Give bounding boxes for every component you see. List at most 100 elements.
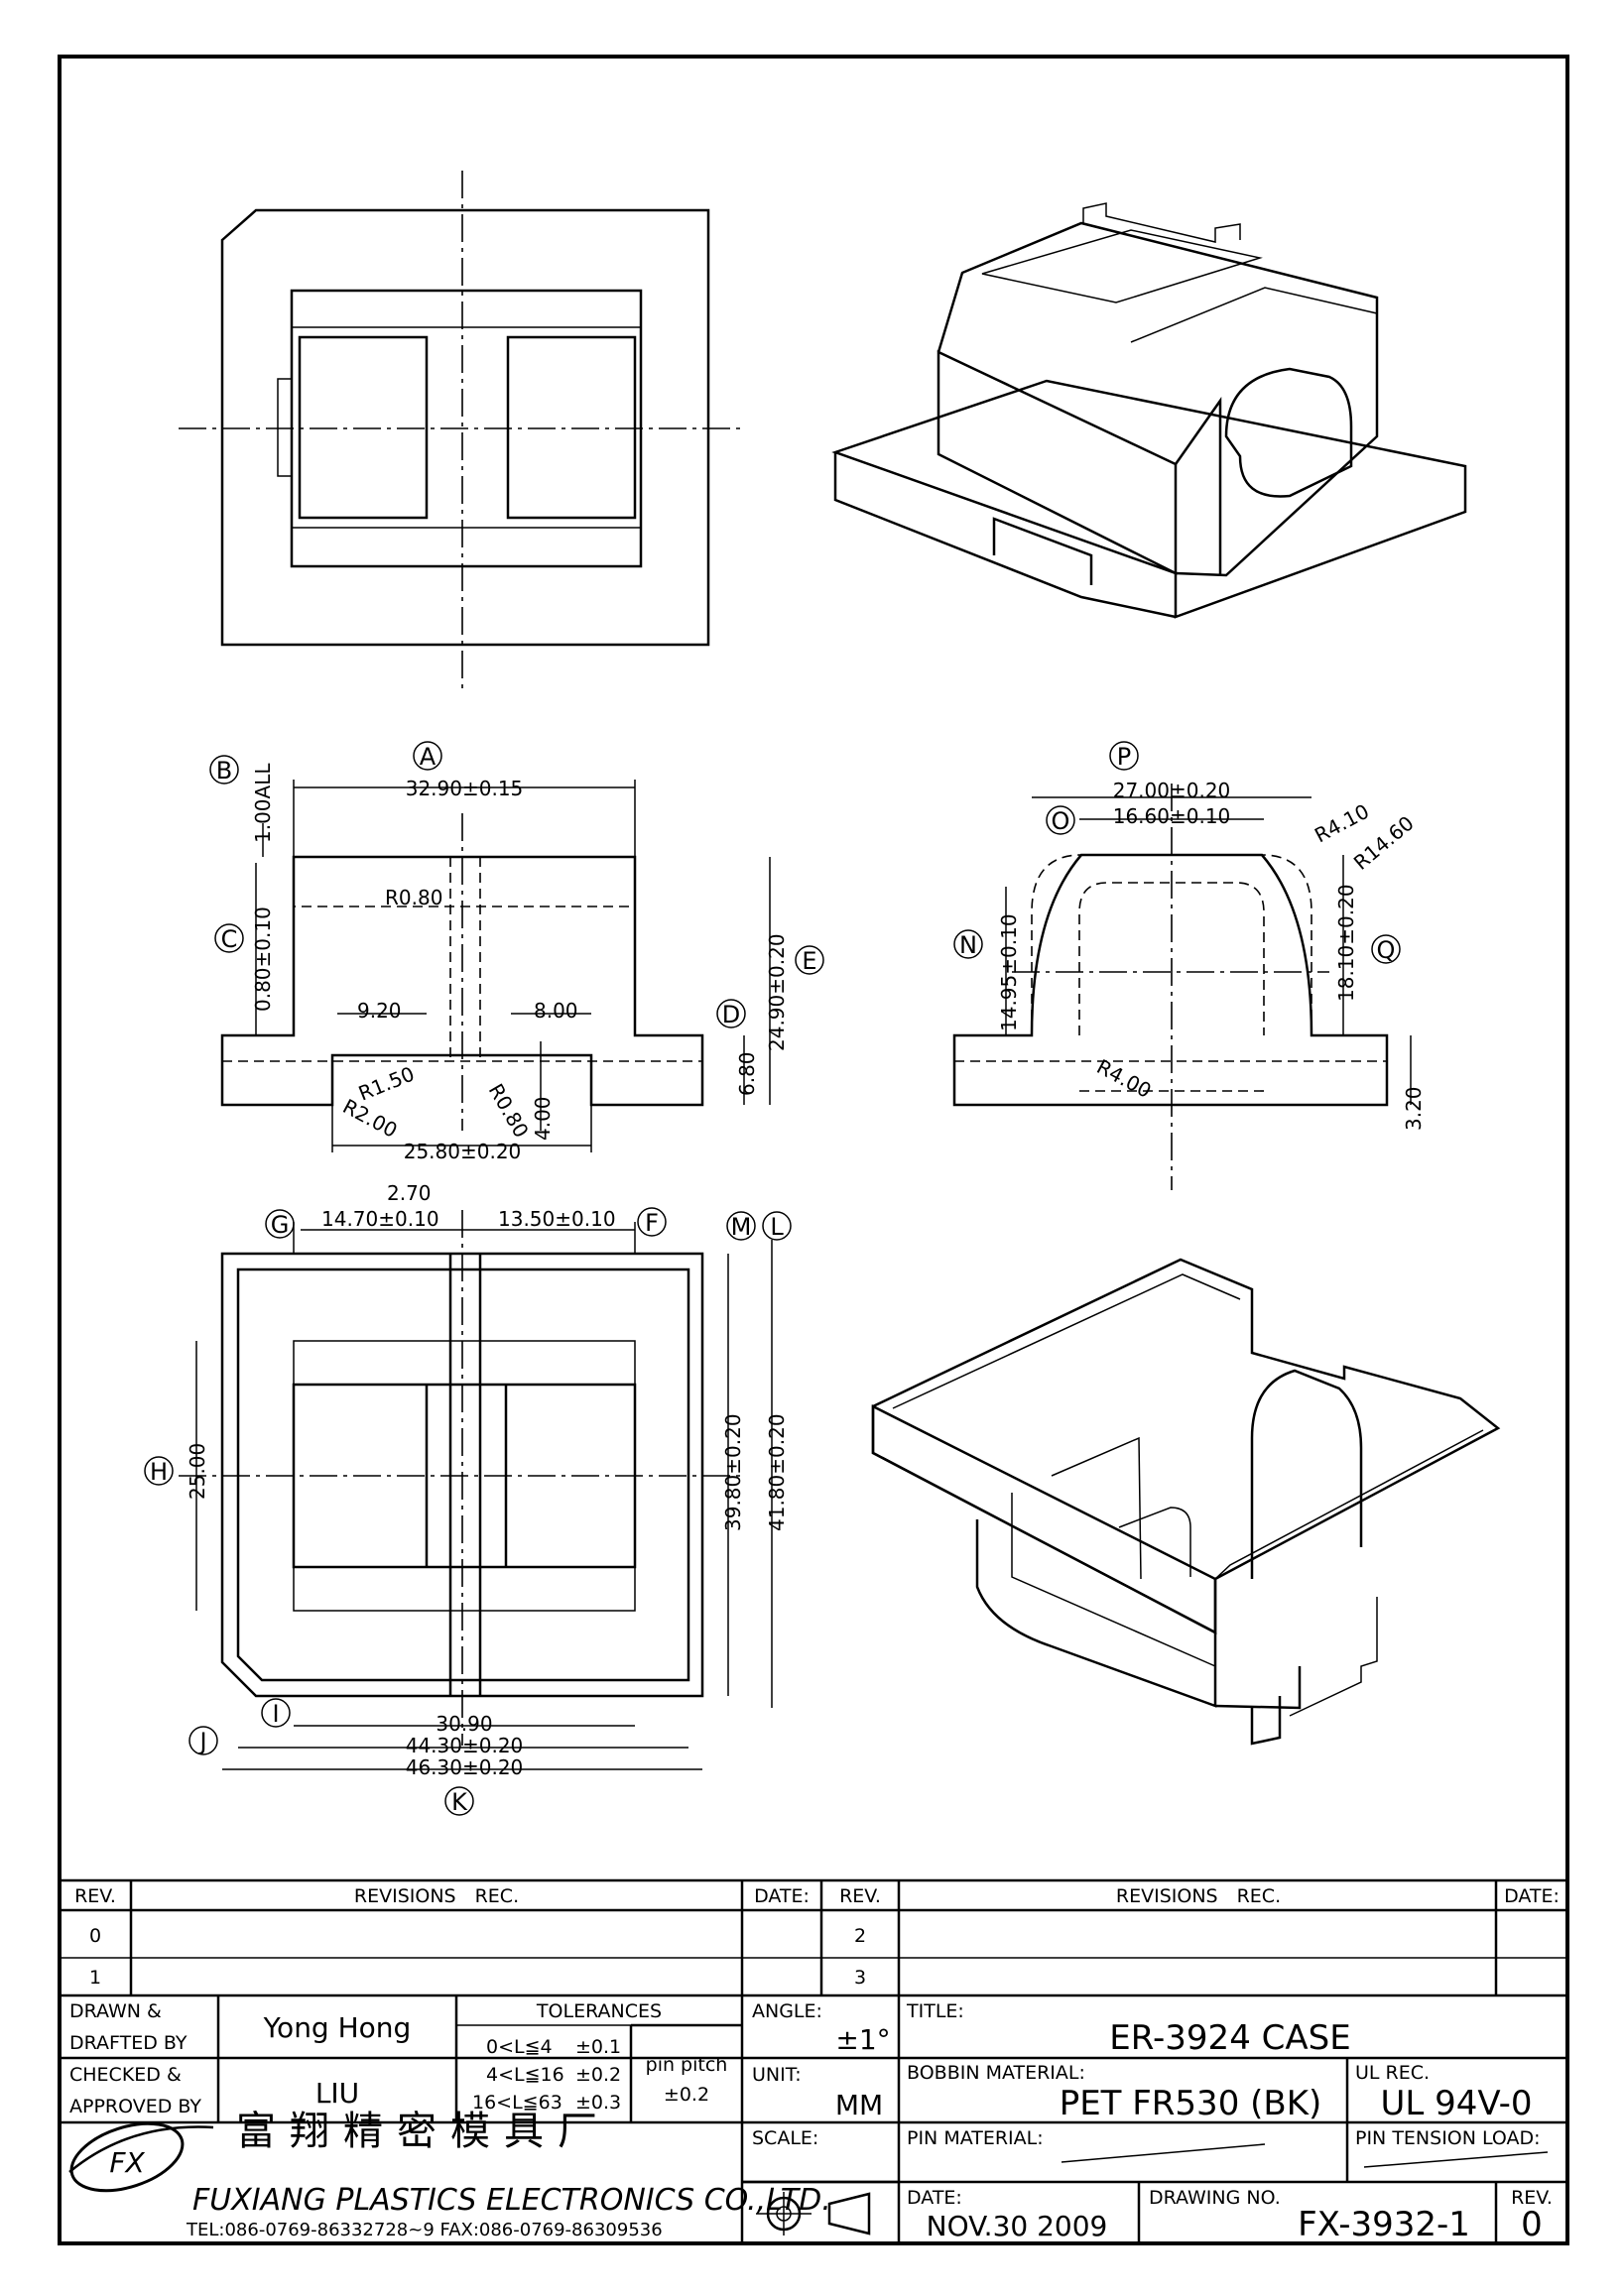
dim-r410: R4.10	[1311, 799, 1373, 848]
unit-label: UNIT:	[752, 2064, 802, 2086]
projection-symbol-icon	[756, 2192, 871, 2236]
revisions-header-left: REVISIONS REC.	[354, 1885, 519, 1907]
tol-range-1: 4<L≦16	[486, 2064, 564, 2086]
callout-O: O	[1052, 807, 1070, 835]
tol-range-0: 0<L≦4	[486, 2036, 553, 2058]
callout-E: E	[802, 947, 816, 975]
callout-N: N	[959, 931, 977, 959]
rev-row-3: 3	[854, 1967, 866, 1989]
pin-material-label: PIN MATERIAL:	[907, 2127, 1044, 2149]
callout-I: I	[272, 1700, 279, 1728]
dim-o: 16.60±0.10	[1113, 804, 1231, 828]
pin-pitch-tol: ±0.2	[664, 2084, 709, 2106]
dim-b: 1.00ALL	[251, 763, 275, 843]
isometric-bottom-view	[871, 1258, 1501, 1746]
rev-header-left: REV.	[74, 1885, 116, 1907]
section-2-callouts	[953, 741, 1401, 964]
dim-w920: 9.20	[357, 999, 402, 1023]
angle-value: ±1°	[835, 2023, 890, 2056]
rev-row-0: 0	[89, 1925, 101, 1947]
dim-r080: R0.80	[385, 886, 442, 909]
rev-label: REV.	[1511, 2187, 1553, 2209]
dim-m: 39.80±0.20	[721, 1413, 745, 1531]
callout-J: J	[197, 1728, 206, 1755]
company-logo-icon: FX	[68, 2121, 214, 2193]
svg-text:FX: FX	[109, 2146, 145, 2179]
dim-e: 24.90±0.20	[765, 933, 789, 1051]
ul-label: UL REC.	[1355, 2062, 1430, 2084]
callout-M: M	[731, 1213, 752, 1241]
section-view-side	[952, 784, 1412, 1190]
callout-B: B	[216, 757, 232, 785]
dim-q: 18.10±0.20	[1334, 884, 1358, 1002]
dim-p: 27.00±0.20	[1113, 779, 1231, 802]
dim-j: 44.30±0.20	[406, 1734, 524, 1757]
callout-K: K	[451, 1788, 468, 1816]
tolerances-label: TOLERANCES	[536, 2000, 662, 2022]
dim-i: 30.90	[436, 1712, 492, 1736]
date-header-right: DATE:	[1504, 1885, 1560, 1907]
callout-Q: Q	[1377, 936, 1396, 964]
approved-label: APPROVED BY	[69, 2096, 201, 2117]
pin-pitch-label: pin pitch	[646, 2054, 728, 2076]
dim-r080b: R0.80	[484, 1080, 534, 1143]
title-block-grid	[60, 1878, 1567, 2243]
angle-label: ANGLE:	[752, 2000, 822, 2022]
company-name-cn: 富翔精密模具厂	[236, 2109, 611, 2154]
callout-P: P	[1117, 743, 1131, 771]
drafted-label: DRAFTED BY	[69, 2032, 187, 2054]
title-label: TITLE:	[906, 2000, 964, 2022]
checked-name: LIU	[315, 2077, 359, 2110]
drawing-border	[58, 55, 1569, 2245]
unit-value: MM	[835, 2089, 883, 2121]
dim-h400: 4.00	[531, 1096, 555, 1141]
dim-r150: R1.50	[355, 1061, 418, 1105]
tol-value-1: ±0.2	[575, 2064, 621, 2086]
pin-tension-label: PIN TENSION LOAD:	[1355, 2127, 1541, 2149]
dim-w270: 2.70	[387, 1181, 432, 1205]
callout-D: D	[722, 1001, 740, 1028]
date-value: NOV.30 2009	[927, 2210, 1108, 2242]
dim-c: 0.80±0.10	[251, 906, 275, 1012]
scale-label: SCALE:	[752, 2127, 818, 2149]
ul-value: UL 94V-0	[1380, 2084, 1532, 2123]
bobbin-value: PET FR530 (BK)	[1060, 2084, 1322, 2123]
rev-header-right: REV.	[839, 1885, 881, 1907]
dim-g: 14.70±0.10	[321, 1207, 439, 1231]
callout-C: C	[221, 925, 238, 953]
bottom-plan-view	[179, 1210, 773, 1770]
callout-G: G	[271, 1211, 290, 1239]
title-value: ER-3924 CASE	[1109, 2018, 1350, 2058]
tol-value-2: ±0.3	[575, 2092, 621, 2114]
dim-a: 32.90±0.15	[406, 777, 524, 800]
dim-k: 46.30±0.20	[406, 1755, 524, 1779]
dim-f: 13.50±0.10	[498, 1207, 616, 1231]
dim-l: 41.80±0.20	[765, 1413, 789, 1531]
date-header-left: DATE:	[754, 1885, 810, 1907]
rev-row-1: 1	[89, 1967, 101, 1989]
callout-F: F	[645, 1209, 659, 1237]
checked-label: CHECKED &	[69, 2064, 182, 2086]
callout-A: A	[420, 743, 437, 771]
section-view-front	[220, 780, 771, 1152]
drawing-no-label: DRAWING NO.	[1149, 2187, 1281, 2209]
dim-h: 25.00	[186, 1443, 209, 1500]
drawing-no-value: FX-3932-1	[1298, 2205, 1470, 2244]
dim-w2580: 25.80±0.20	[404, 1140, 522, 1163]
callout-H: H	[150, 1458, 168, 1486]
bottom-view-callouts	[144, 1207, 792, 1816]
tol-value-0: ±0.1	[575, 2036, 621, 2058]
rev-row-2: 2	[854, 1925, 866, 1947]
dim-h320: 3.20	[1402, 1086, 1426, 1131]
callout-L: L	[770, 1213, 784, 1241]
top-plan-view	[179, 171, 746, 694]
revisions-header-right: REVISIONS REC.	[1116, 1885, 1281, 1907]
company-name-en: FUXIANG PLASTICS ELECTRONICS CO.,LTD.	[192, 2183, 831, 2218]
tol-range-2: 16<L≦63	[472, 2092, 562, 2114]
dim-d: 6.80	[735, 1051, 759, 1096]
rev-value: 0	[1521, 2205, 1543, 2244]
section-1-callouts	[209, 741, 824, 1028]
drawn-name: Yong Hong	[263, 2011, 412, 2044]
dim-n: 14.95±0.10	[997, 913, 1021, 1031]
